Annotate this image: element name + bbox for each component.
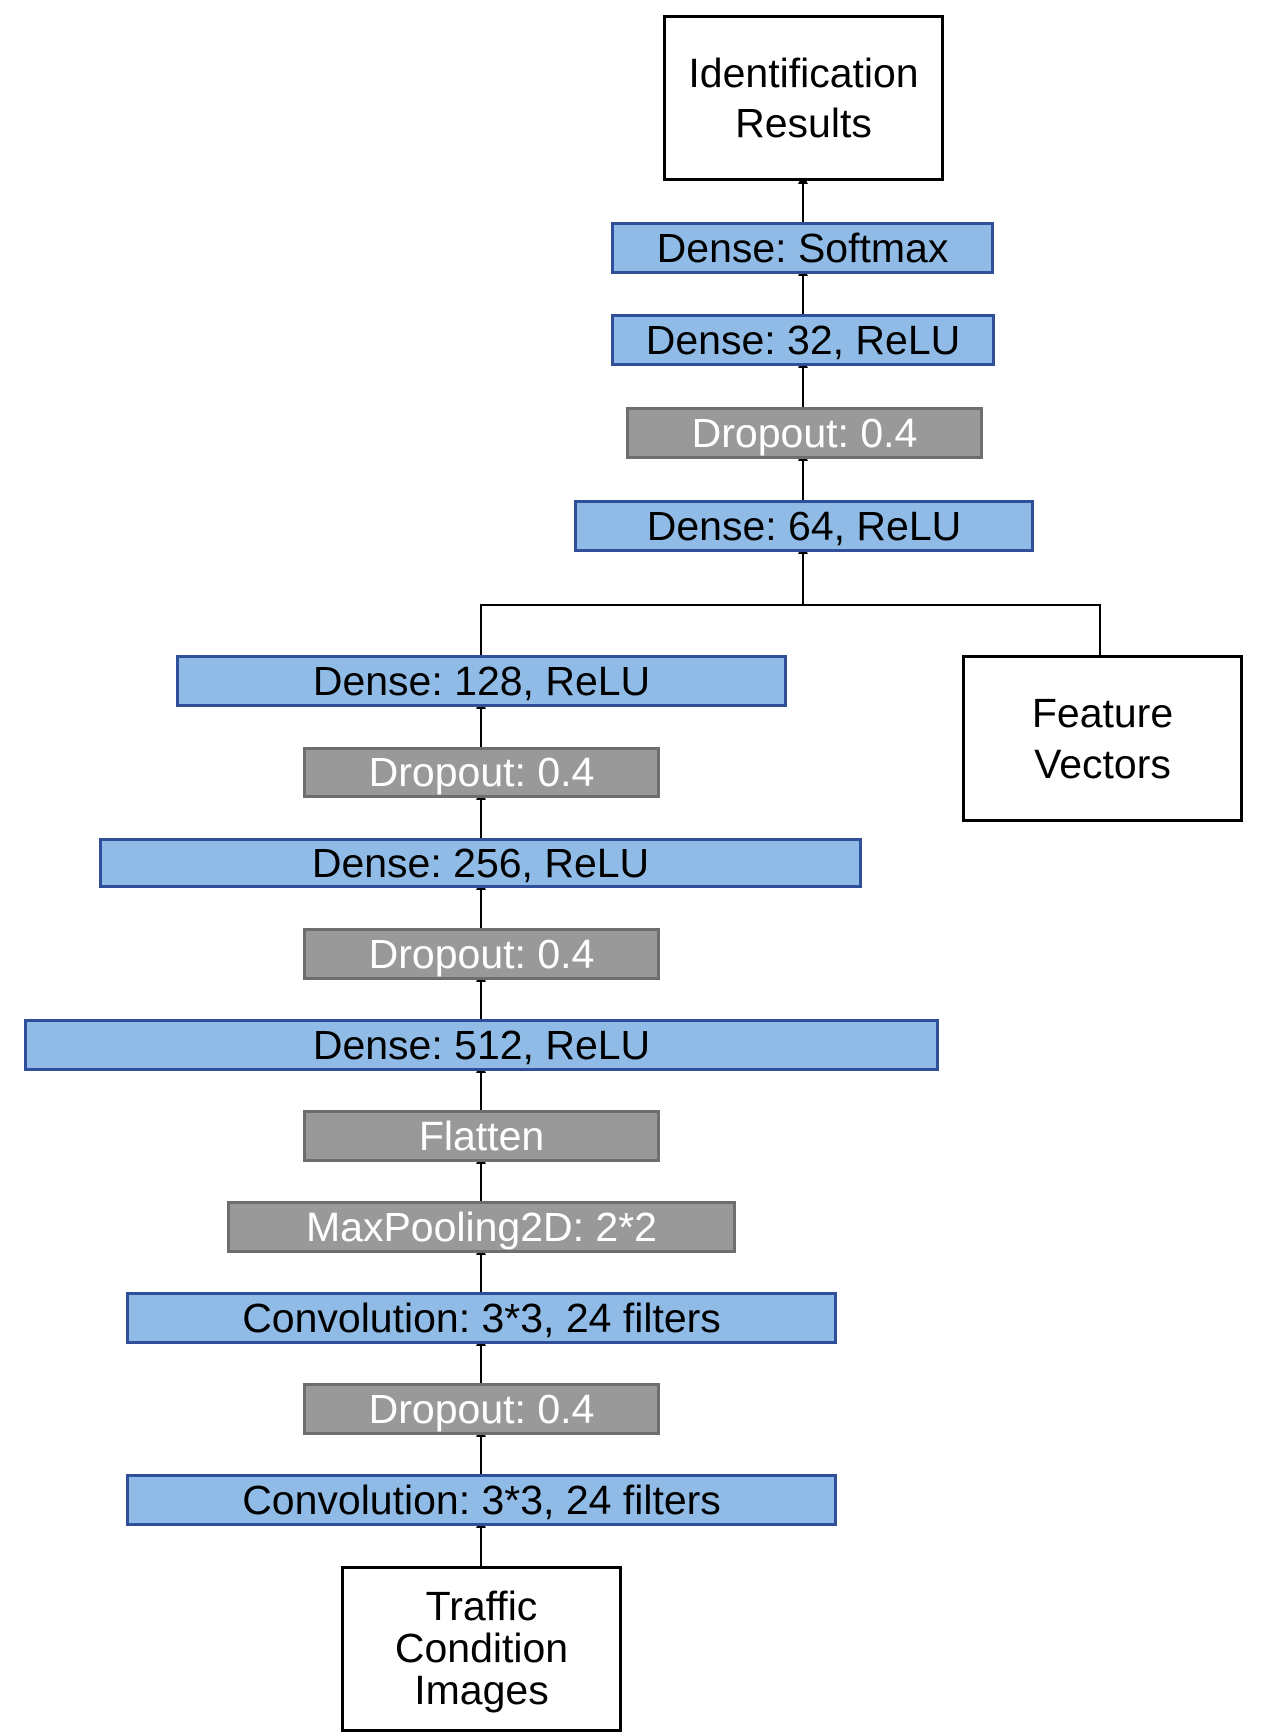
traffic-condition-images-box: Traffic Condition Images bbox=[341, 1566, 622, 1732]
feature-vectors-box: Feature Vectors bbox=[962, 655, 1243, 822]
flatten-layer: Flatten bbox=[303, 1110, 660, 1162]
feature-vectors-line-1: Feature bbox=[1031, 690, 1174, 737]
convolution-1-layer: Convolution: 3*3, 24 filters bbox=[126, 1474, 837, 1526]
identification-results-line-1: Identification bbox=[688, 49, 919, 96]
dense-128-relu-layer: Dense: 128, ReLU bbox=[176, 655, 787, 707]
dense-64-relu-layer: Dense: 64, ReLU bbox=[574, 500, 1034, 552]
feature-vectors-line-2: Vectors bbox=[1034, 740, 1171, 787]
traffic-images-line-3: Images bbox=[414, 1666, 549, 1713]
identification-results-box: Identification Results bbox=[663, 15, 944, 181]
traffic-images-line-1: Traffic bbox=[425, 1583, 538, 1630]
dropout-3-layer: Dropout: 0.4 bbox=[303, 747, 660, 798]
dropout-1-layer: Dropout: 0.4 bbox=[303, 1383, 660, 1435]
dense-softmax-layer: Dense: Softmax bbox=[611, 222, 994, 274]
dense-32-relu-layer: Dense: 32, ReLU bbox=[611, 314, 995, 366]
dense-512-relu-layer: Dense: 512, ReLU bbox=[24, 1019, 939, 1071]
convolution-2-layer: Convolution: 3*3, 24 filters bbox=[126, 1292, 837, 1344]
traffic-images-line-2: Condition bbox=[394, 1625, 569, 1672]
merge-connector bbox=[480, 604, 1101, 655]
dropout-top-layer: Dropout: 0.4 bbox=[626, 407, 983, 459]
dense-256-relu-layer: Dense: 256, ReLU bbox=[99, 838, 862, 888]
maxpooling2d-layer: MaxPooling2D: 2*2 bbox=[227, 1201, 736, 1253]
dropout-2-layer: Dropout: 0.4 bbox=[303, 928, 660, 980]
identification-results-line-2: Results bbox=[735, 100, 872, 146]
